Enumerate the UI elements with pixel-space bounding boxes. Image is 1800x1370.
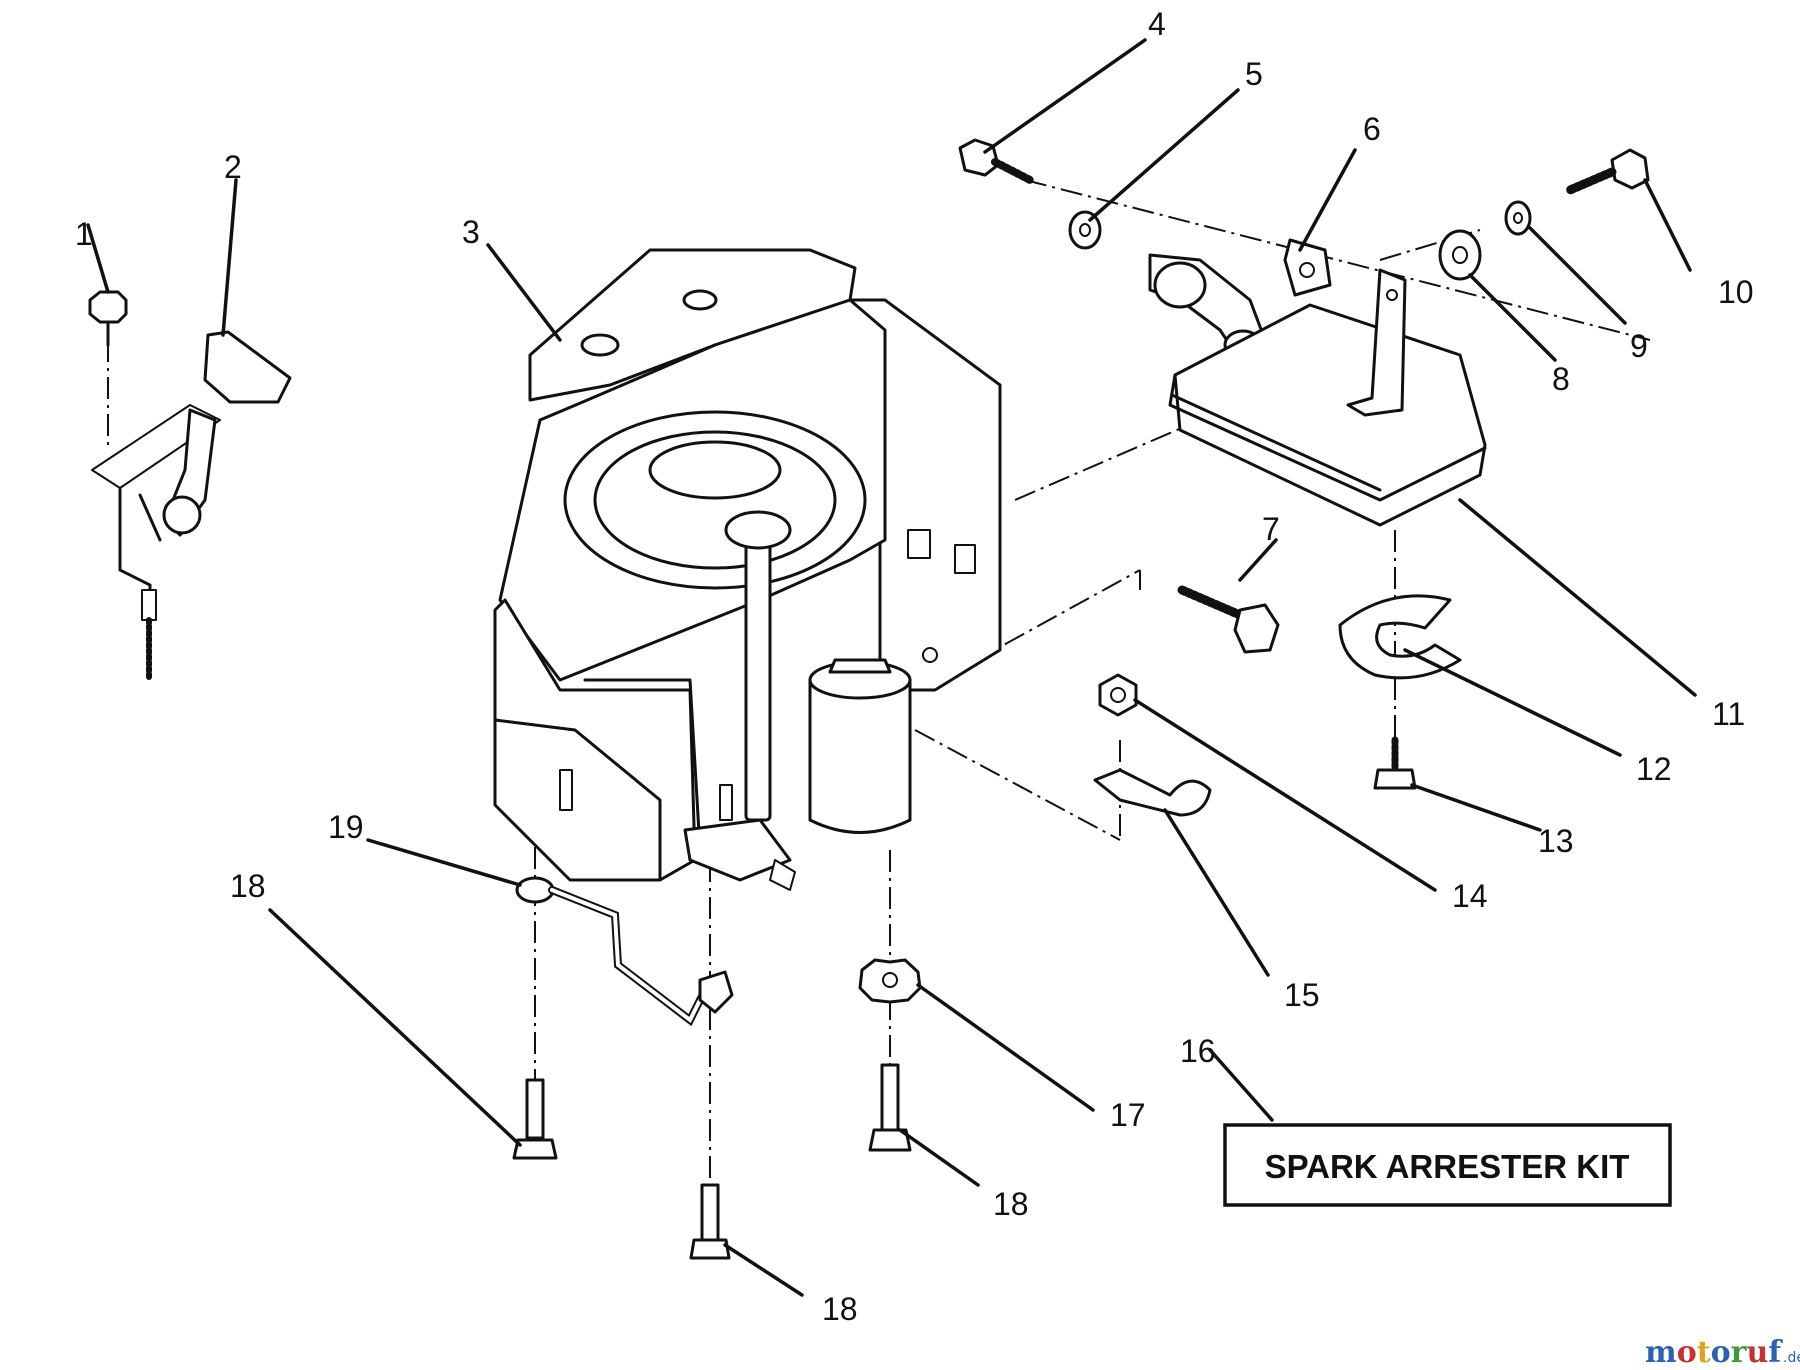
bolt-part-18 [868, 1128, 912, 1152]
throttle-lever-part-2 [203, 330, 292, 404]
bolt-part-18 [512, 1138, 558, 1160]
clamp-part-15 [1093, 768, 1212, 817]
callout-1: 1 [75, 216, 93, 252]
callout-10: 10 [1718, 274, 1754, 310]
spark-arrester-kit-box: SPARK ARRESTER KIT [1223, 1123, 1672, 1207]
callout-8: 8 [1552, 361, 1570, 397]
callout-14: 14 [1452, 878, 1488, 914]
callout-12: 12 [1636, 751, 1672, 787]
callout-3: 3 [462, 214, 480, 250]
leader-lines [86, 38, 1697, 1297]
callout-17: 17 [1110, 1097, 1146, 1133]
callout-18-bottom: 18 [822, 1291, 858, 1327]
bolt-part-18 [689, 1238, 731, 1260]
engine-part-3 [493, 248, 1002, 891]
callout-18-left: 18 [230, 868, 266, 904]
bolt-part-10 [1610, 148, 1650, 190]
callout-labels: 1 2 3 4 5 6 7 8 9 10 11 12 13 14 15 16 1… [75, 6, 1754, 1327]
screw-part-13 [1373, 768, 1417, 790]
callout-2: 2 [224, 149, 242, 185]
callout-16: 16 [1180, 1033, 1216, 1069]
spark-arrester-kit-label: SPARK ARRESTER KIT [1265, 1148, 1630, 1185]
spark-arrester-hardware [1093, 585, 1462, 817]
bolt-part-7 [1233, 603, 1280, 654]
callout-5: 5 [1245, 56, 1263, 92]
callout-13: 13 [1538, 823, 1574, 859]
arrester-screen-part-12 [1338, 594, 1462, 680]
callout-11: 11 [1712, 696, 1745, 732]
hex-bolt-part-1 [88, 290, 128, 324]
callout-19: 19 [328, 809, 364, 845]
callout-7: 7 [1262, 511, 1280, 547]
callout-9: 9 [1630, 328, 1648, 364]
watermark-logo: motoruf .de [1645, 1335, 1800, 1370]
throttle-control-assembly [88, 290, 292, 683]
muffler-assembly [958, 138, 1650, 527]
callout-15: 15 [1284, 977, 1320, 1013]
drain-tube-part-19 [515, 876, 555, 904]
mounting-hardware [512, 876, 922, 1260]
watermark-text: motoruf [1645, 1335, 1783, 1370]
watermark-suffix: .de [1783, 1350, 1800, 1366]
callout-18-right: 18 [993, 1186, 1029, 1222]
muffler-part-11 [1173, 303, 1487, 527]
callout-4: 4 [1148, 6, 1166, 42]
callout-6: 6 [1363, 111, 1381, 147]
